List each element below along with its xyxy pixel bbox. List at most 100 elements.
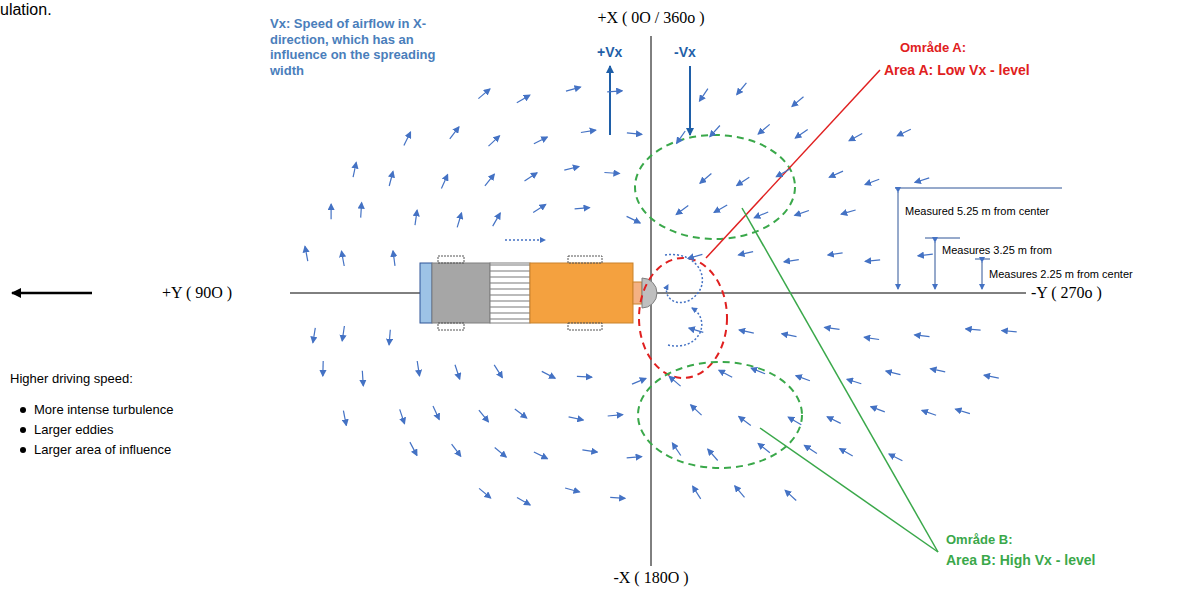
airflow-arrow — [433, 406, 439, 420]
airflow-arrow — [493, 213, 501, 226]
area-label: Area B: High Vx - level — [946, 552, 1095, 569]
dimension-label: Measures 2.25 m from center — [988, 268, 1134, 281]
airflow-arrow — [534, 452, 548, 459]
airflow-arrow — [495, 448, 507, 458]
airflow-arrow — [889, 454, 902, 461]
airflow-arrow — [931, 369, 946, 372]
minus-vx-arrow — [689, 66, 691, 135]
airflow-arrow — [627, 133, 642, 135]
airflow-arrow — [525, 173, 538, 181]
airflow-arrow — [565, 488, 579, 492]
airflow-arrow — [632, 378, 646, 384]
airflow-arrow — [577, 376, 592, 378]
airflow-arrow — [828, 253, 843, 255]
airflow-arrow — [918, 254, 933, 256]
airflow-arrow — [455, 365, 460, 379]
airflow-arrow — [758, 124, 770, 134]
airflow-arrow — [714, 205, 727, 212]
airflow-arrow — [922, 410, 936, 415]
airflow-arrow — [478, 89, 490, 99]
airflow-arrow — [792, 97, 804, 107]
airflow-arrow — [915, 178, 929, 183]
airflow-arrow — [719, 370, 732, 377]
airflow-arrow — [569, 417, 584, 420]
airflow-arrow — [739, 417, 751, 426]
airflow-arrow — [700, 174, 711, 184]
airflow-arrow — [582, 450, 597, 452]
leader-line — [760, 428, 938, 552]
airflow-arrow — [608, 415, 623, 416]
airflow-arrow — [479, 488, 491, 498]
airflow-arrow — [331, 204, 332, 219]
airflow-arrow — [415, 210, 417, 225]
airflow-arrow — [515, 409, 527, 418]
airflow-arrow — [710, 126, 720, 137]
airflow-arrow — [796, 376, 810, 381]
airflow-arrow — [784, 260, 799, 262]
bullet-text: More intense turbulence — [34, 402, 173, 418]
airflow-arrow — [693, 486, 701, 499]
airflow-arrow — [417, 361, 419, 376]
airflow-arrow — [700, 89, 708, 102]
airflow-arrow — [534, 137, 547, 144]
area-label: Area A: Low Vx - level — [884, 62, 1030, 79]
airflow-arrow — [966, 329, 981, 330]
cropped-text: ulation. — [0, 0, 52, 19]
airflow-arrow — [360, 203, 362, 218]
plus-vx-arrow — [609, 66, 611, 135]
airflow-arrow — [517, 498, 530, 505]
airflow-arrow — [677, 131, 686, 143]
airflow-arrow — [517, 95, 530, 103]
airflow-arrow — [785, 490, 796, 500]
airflow-arrow — [489, 136, 500, 146]
airflow-arrow — [708, 449, 718, 460]
airflow-arrows — [305, 83, 1017, 505]
airflow-arrow — [452, 444, 461, 456]
airflow-arrow — [389, 330, 390, 345]
airflow-arrow — [669, 376, 680, 386]
airflow-arrow — [575, 208, 590, 209]
airflow-arrow — [389, 172, 393, 187]
airflow-arrow — [485, 174, 494, 186]
airflow-arrow — [827, 417, 841, 424]
airflow-arrow — [751, 368, 765, 374]
area-heading: Område B: — [946, 532, 1012, 548]
bullet-text: Larger area of influence — [34, 442, 171, 458]
airflow-arrow — [825, 327, 840, 329]
driving-direction-arrow — [12, 292, 92, 295]
area-a-outline — [639, 258, 727, 378]
airflow-arrow — [735, 486, 745, 497]
airflow-arrow — [1002, 331, 1017, 332]
airflow-arrow — [865, 179, 879, 184]
eddy-path — [668, 308, 702, 346]
bullet — [20, 427, 26, 433]
airflow-arrow — [627, 216, 641, 223]
dimension-label: Measures 3.25 m from — [941, 244, 1053, 257]
airflow-arrow — [984, 375, 999, 378]
airflow-arrow — [581, 130, 596, 132]
airflow-arrow — [441, 175, 447, 189]
airflow-arrow — [886, 371, 901, 375]
airflow-arrow — [782, 334, 797, 337]
airflow-arrow — [450, 127, 459, 139]
airflow-arrow — [393, 251, 395, 266]
note-heading: Higher driving speed: — [10, 371, 133, 387]
airflow-arrow — [956, 409, 970, 413]
airflow-arrow — [841, 210, 855, 214]
airflow-arrow — [829, 171, 843, 177]
airflow-arrow — [795, 211, 809, 216]
axis-label: +X ( 0O / 360o ) — [597, 8, 704, 27]
eddy-path — [665, 255, 702, 303]
airflow-arrow — [353, 163, 356, 178]
airflow-arrow — [865, 260, 880, 262]
airflow-arrow — [604, 173, 619, 174]
dimension-label: Measured 5.25 m from center — [904, 205, 1050, 218]
vehicle — [420, 256, 657, 330]
axis-label: -Y ( 270o ) — [1031, 283, 1102, 302]
airflow-arrow — [564, 167, 579, 171]
airflow-arrow — [871, 407, 885, 412]
leader-line — [706, 70, 880, 258]
note-text: Vx: Speed of airflow in X-direction, whi… — [270, 16, 455, 78]
area-heading: Område A: — [900, 40, 966, 56]
